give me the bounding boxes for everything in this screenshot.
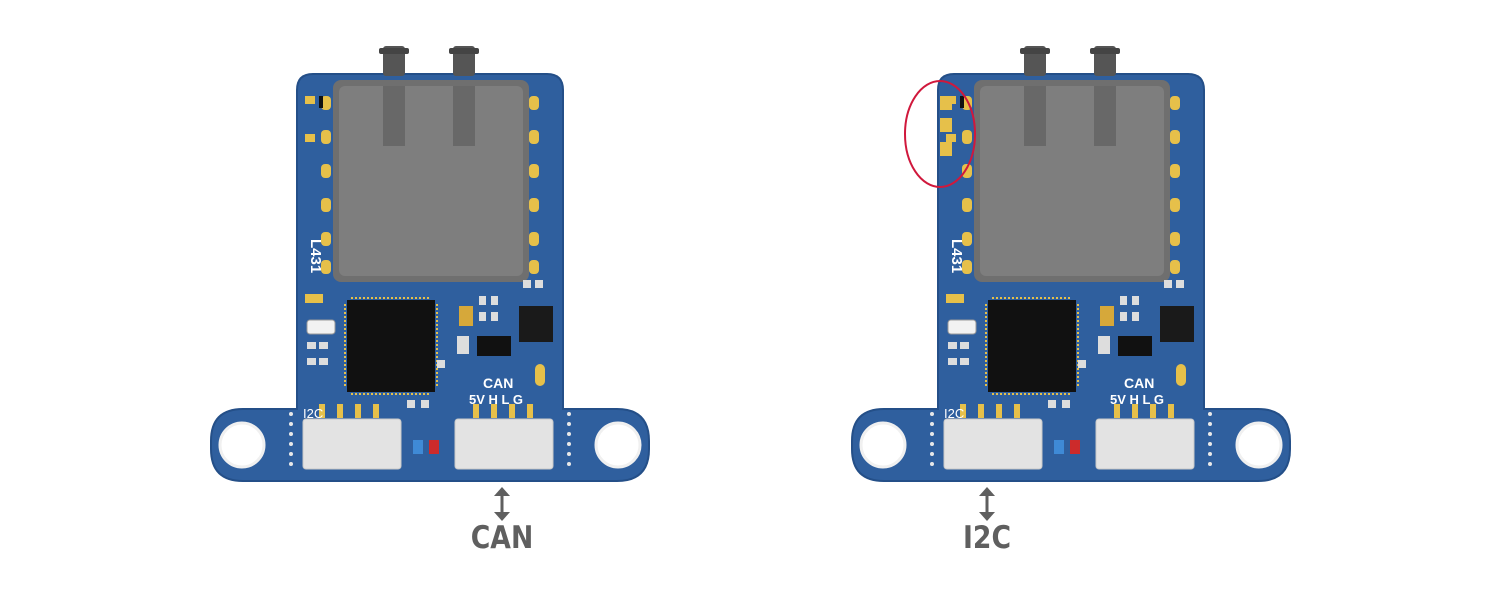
i2c-port-label: I2C: [944, 406, 964, 421]
i2c-port-label: I2C: [303, 406, 323, 421]
double-arrow-icon: [979, 487, 995, 521]
chip-label: L431: [307, 239, 324, 273]
caption-i2c: I2C: [962, 520, 1012, 556]
chip-label: L431: [948, 239, 965, 273]
solder-jumper-pads: [940, 96, 952, 156]
caption-can: CAN: [470, 520, 534, 556]
board-left: L431 I2C CAN 5V H L G: [209, 44, 651, 483]
can-port-title: CAN: [483, 375, 513, 391]
jumper-highlight-ellipse: [904, 80, 976, 188]
board-right: L431 I2C CAN 5V H L G: [850, 44, 1292, 483]
can-port-title: CAN: [1124, 375, 1154, 391]
can-pin-labels: 5V H L G: [469, 392, 523, 407]
can-pin-labels: 5V H L G: [1110, 392, 1164, 407]
double-arrow-icon: [494, 487, 510, 521]
